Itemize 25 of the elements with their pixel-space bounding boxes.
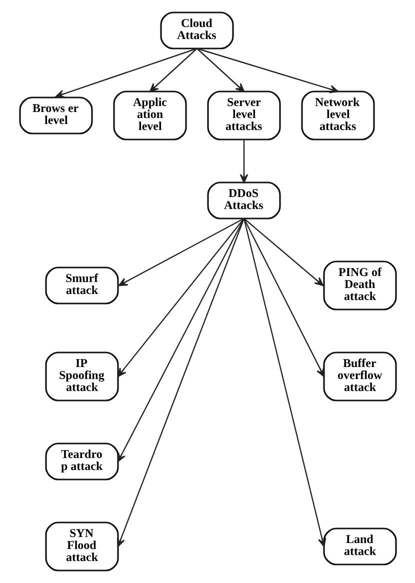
arrow: [148, 48, 197, 92]
arrow: [196, 48, 338, 94]
arrow: [243, 218, 324, 286]
node-box: PING of Death attack: [322, 260, 396, 310]
node-box: Server level attacks: [206, 90, 280, 140]
arrow: [196, 48, 244, 92]
arrow: [116, 218, 244, 462]
node-box: Brows er level: [18, 96, 92, 134]
node-box: SYN Flood attack: [44, 522, 118, 572]
arrow: [116, 218, 244, 378]
node-box: Land attack: [322, 528, 396, 566]
node-box: Teardro p attack: [44, 442, 118, 480]
node-box: Cloud Attacks: [160, 12, 234, 50]
arrow: [242, 218, 326, 548]
arrow: [116, 218, 244, 548]
node-box: Network level attacks: [300, 90, 374, 140]
node-box: DDoS Attacks: [206, 182, 280, 220]
node-box: Buffer overflow attack: [322, 352, 396, 402]
node-box: Applic ation level: [112, 90, 186, 140]
arrow: [118, 218, 244, 286]
arrow: [242, 218, 324, 378]
node-box: Smurf attack: [44, 266, 118, 304]
node-box: IP Spoofing attack: [44, 352, 118, 402]
arrow: [239, 140, 248, 184]
arrow: [54, 48, 197, 98]
